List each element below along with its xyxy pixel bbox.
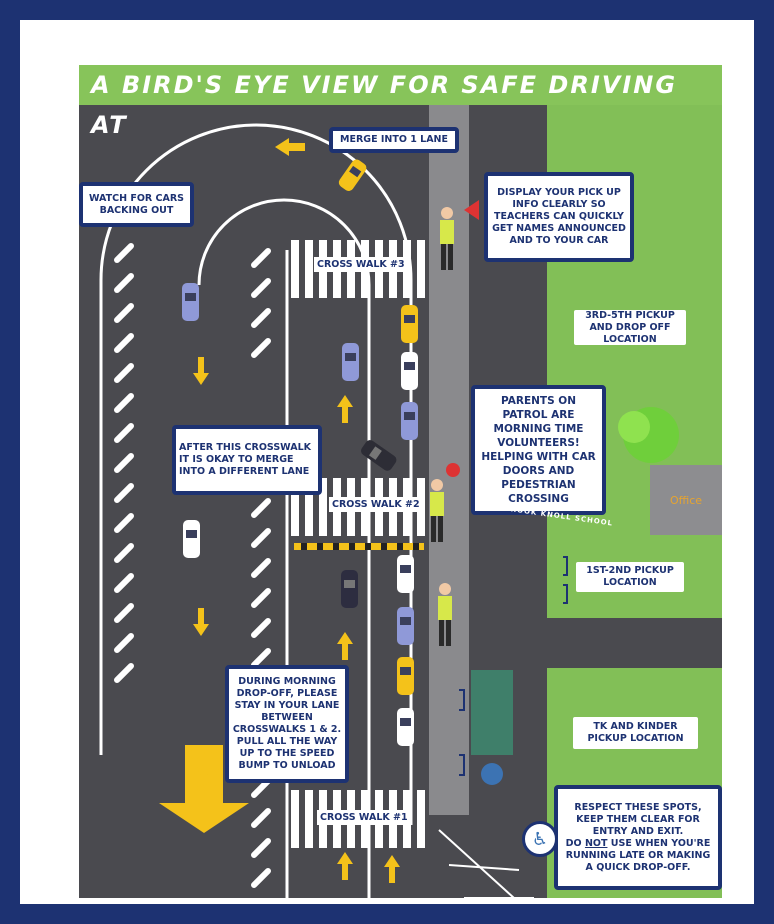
poster-title: A Bird's Eye View for Safe Driving At xyxy=(79,65,722,139)
school-logo-icon xyxy=(481,763,503,785)
car-icon xyxy=(401,352,418,390)
car-icon xyxy=(341,570,358,608)
note-pickup-3-5: 3RD-5TH PICKUP AND DROP OFF LOCATION xyxy=(574,310,686,345)
car-icon xyxy=(397,708,414,746)
crossing-guard-icon xyxy=(440,207,454,270)
parking-left xyxy=(114,243,134,683)
poster-frame: A Bird's Eye View for Safe Driving At ME… xyxy=(20,20,754,904)
crossing-guard-icon xyxy=(430,479,444,542)
tree-icon xyxy=(618,407,679,463)
mural-image xyxy=(471,670,513,755)
car-icon xyxy=(401,305,418,343)
crossing-guard-icon xyxy=(438,583,452,646)
note-after-crosswalk: AFTER THIS CROSSWALK IT IS OKAY TO MERGE… xyxy=(172,425,322,495)
pickup-brackets xyxy=(459,556,568,776)
up-arrow-icon xyxy=(337,395,353,423)
crosswalk-2-label: CROSS WALK #2 xyxy=(329,497,423,512)
down-arrow-icon xyxy=(193,357,209,385)
megaphone-icon xyxy=(464,200,479,220)
note-watch-cars: WATCH FOR CARS BACKING OUT xyxy=(79,182,194,227)
direction-arrows xyxy=(159,138,400,883)
parking-middle xyxy=(251,248,271,888)
car-icon xyxy=(397,555,414,593)
car-icon xyxy=(397,607,414,645)
car-icon xyxy=(342,343,359,381)
car-icon xyxy=(401,402,418,440)
exit-arrow-icon xyxy=(159,745,249,833)
road-drawing xyxy=(99,105,722,898)
car-icon xyxy=(338,159,367,191)
crosswalk-1-label: CROSS WALK #1 xyxy=(317,810,411,825)
map-area: A Bird's Eye View for Safe Driving At ME… xyxy=(79,65,722,898)
note-merge: MERGE INTO 1 LANE xyxy=(329,127,459,153)
side-street xyxy=(517,618,722,666)
down-arrow-icon xyxy=(193,608,209,636)
wheelchair-icon: ♿ xyxy=(522,821,558,857)
accessible-parking xyxy=(438,829,534,898)
office-building: Office xyxy=(650,465,722,535)
note-display-info: DISPLAY YOUR PICK UP INFO CLEARLY SO TEA… xyxy=(484,172,634,262)
crosswalk-3-label: CROSS WALK #3 xyxy=(314,257,408,272)
respect-spots-post: USE WHEN YOU'RE RUNNING LATE OR MAKING A… xyxy=(565,837,711,873)
one-way-exit-label: One Way Exit xyxy=(188,748,220,795)
respect-spots-pre: DO xyxy=(565,837,585,849)
speed-bump xyxy=(294,543,424,550)
note-tk-kinder: TK AND KINDER PICKUP LOCATION xyxy=(573,717,698,749)
car-icon xyxy=(183,520,200,558)
car-icon xyxy=(397,657,414,695)
up-arrow-icon xyxy=(337,852,353,880)
note-parents-patrol: PARENTS ON PATROL ARE MORNING TIME VOLUN… xyxy=(471,385,606,515)
car-icon xyxy=(182,283,199,321)
left-arrow-icon xyxy=(275,138,305,156)
up-arrow-icon xyxy=(384,855,400,883)
respect-spots-line-1: RESPECT THESE SPOTS, KEEP THEM CLEAR FOR… xyxy=(574,801,702,837)
note-pickup-1-2: 1ST-2ND PICKUP LOCATION xyxy=(576,562,684,592)
respect-spots-not: NOT xyxy=(584,837,608,849)
up-arrow-icon xyxy=(337,632,353,660)
note-respect-spots: RESPECT THESE SPOTS, KEEP THEM CLEAR FOR… xyxy=(554,785,722,890)
note-morning-dropoff: DURING MORNING DROP-OFF, PLEASE STAY IN … xyxy=(225,665,349,783)
car-icon xyxy=(361,440,397,471)
respect-spots-line-2: DO NOT USE WHEN YOU'RE RUNNING LATE OR M… xyxy=(561,838,715,874)
speed-bump-stripes xyxy=(301,543,419,550)
stop-sign-icon xyxy=(446,463,460,477)
